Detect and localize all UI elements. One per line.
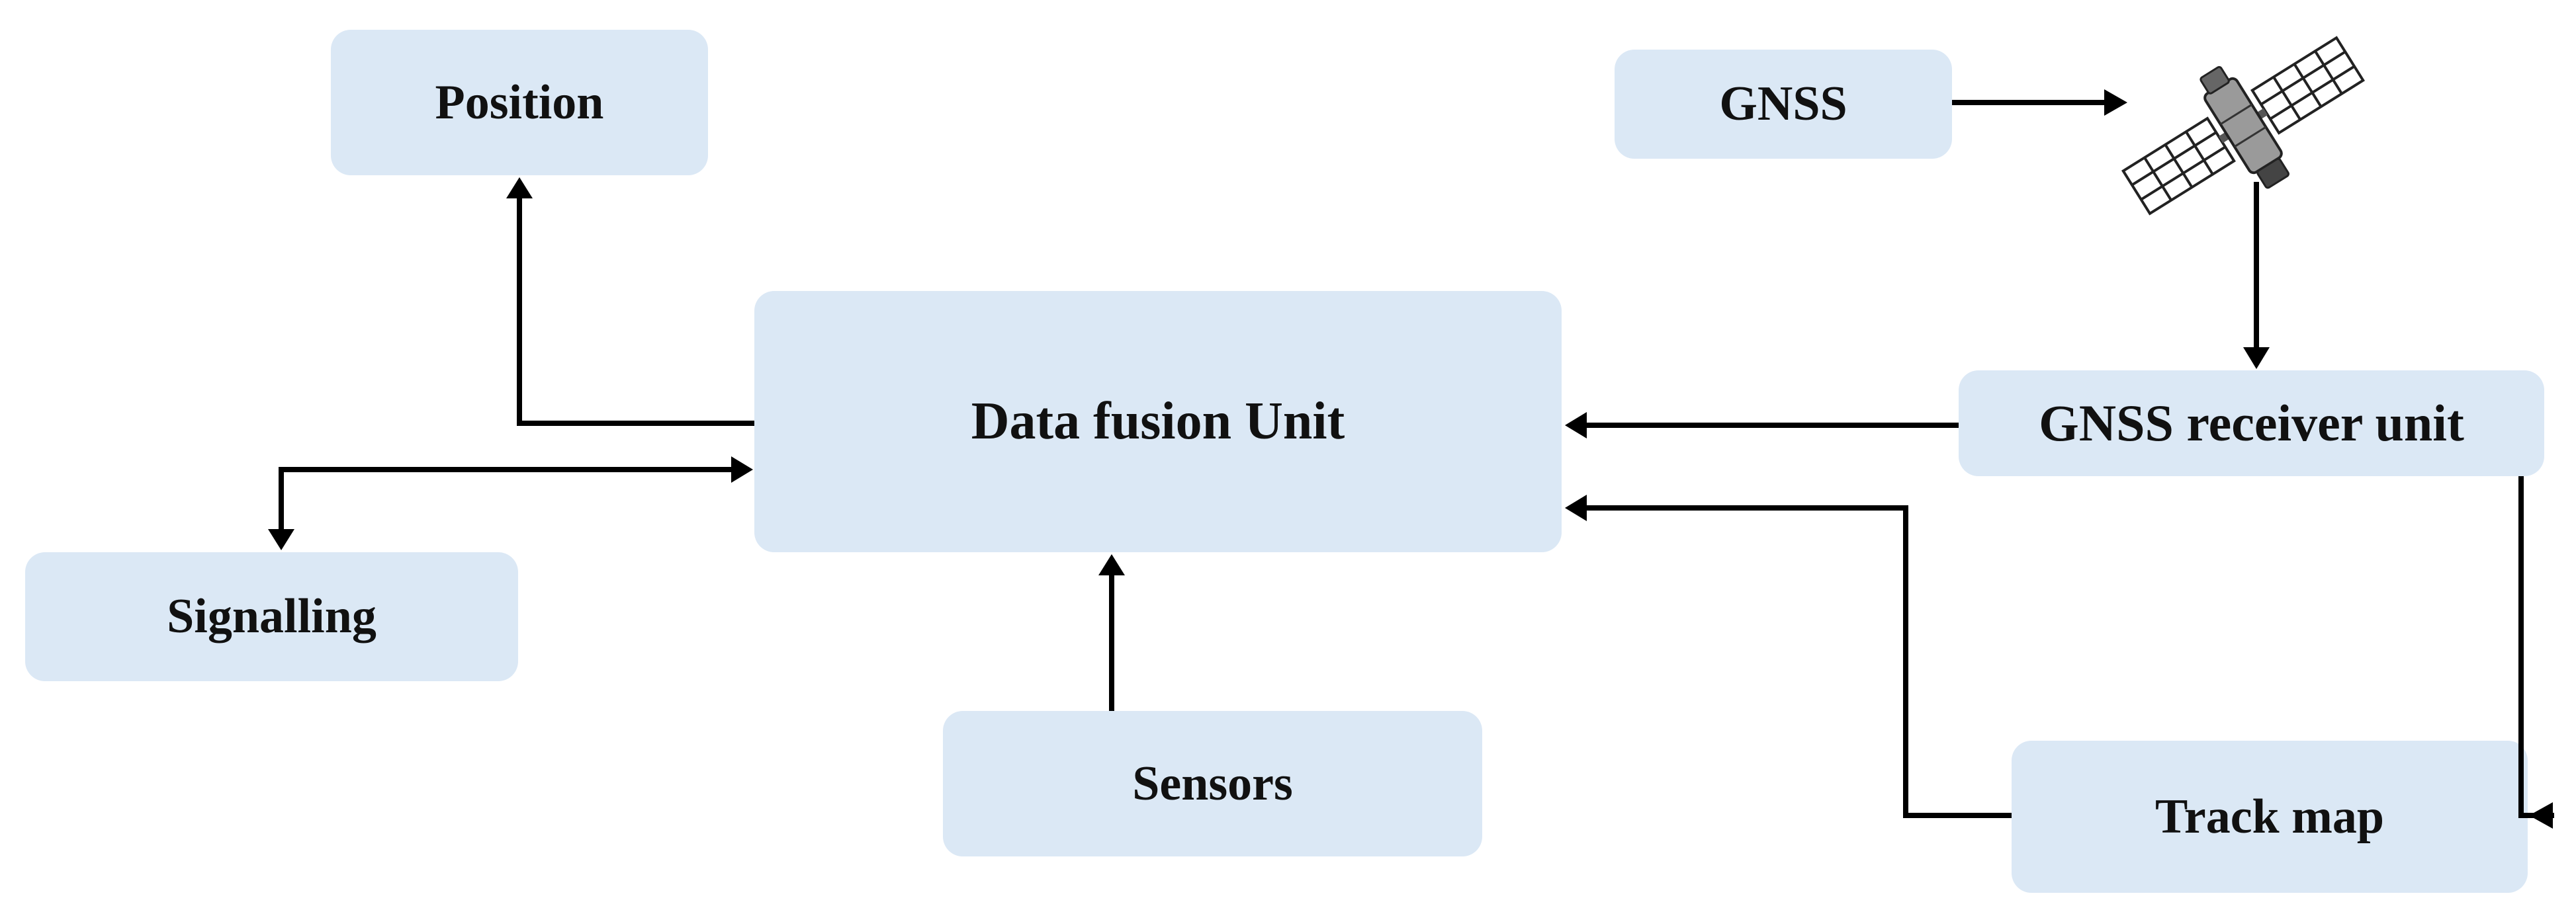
edge-gnss-to-satellite xyxy=(1952,89,2127,116)
position-node: Position xyxy=(331,30,708,175)
sensors-label: Sensors xyxy=(1132,756,1293,811)
signalling-label: Signalling xyxy=(167,589,377,643)
edge-receiver-to-fusion xyxy=(1565,412,1959,438)
satellite-icon xyxy=(2121,36,2366,216)
sensors-node: Sensors xyxy=(943,711,1482,856)
gnss-label: GNSS xyxy=(1719,77,1847,131)
gnss-node: GNSS xyxy=(1615,50,1952,159)
gnss-receiver-unit-label: GNSS receiver unit xyxy=(2039,394,2464,452)
edge-trackmap-to-fusion xyxy=(1565,495,2012,818)
signalling-node: Signalling xyxy=(25,552,518,681)
position-label: Position xyxy=(435,75,604,130)
edge-signalling-to-fusion xyxy=(281,456,753,483)
edge-fusion-to-position xyxy=(506,177,754,426)
track-map-node: Track map xyxy=(2012,741,2528,893)
edge-satellite-to-receiver xyxy=(2243,182,2270,369)
track-map-label: Track map xyxy=(2154,789,2384,844)
gnss-receiver-unit-node: GNSS receiver unit xyxy=(1959,370,2544,476)
edge-sensors-to-fusion xyxy=(1098,554,1125,711)
edge-receiver-to-trackmap-head xyxy=(2521,802,2553,829)
data-fusion-unit-label: Data fusion Unit xyxy=(971,392,1345,450)
data-fusion-unit-node: Data fusion Unit xyxy=(754,291,1562,552)
